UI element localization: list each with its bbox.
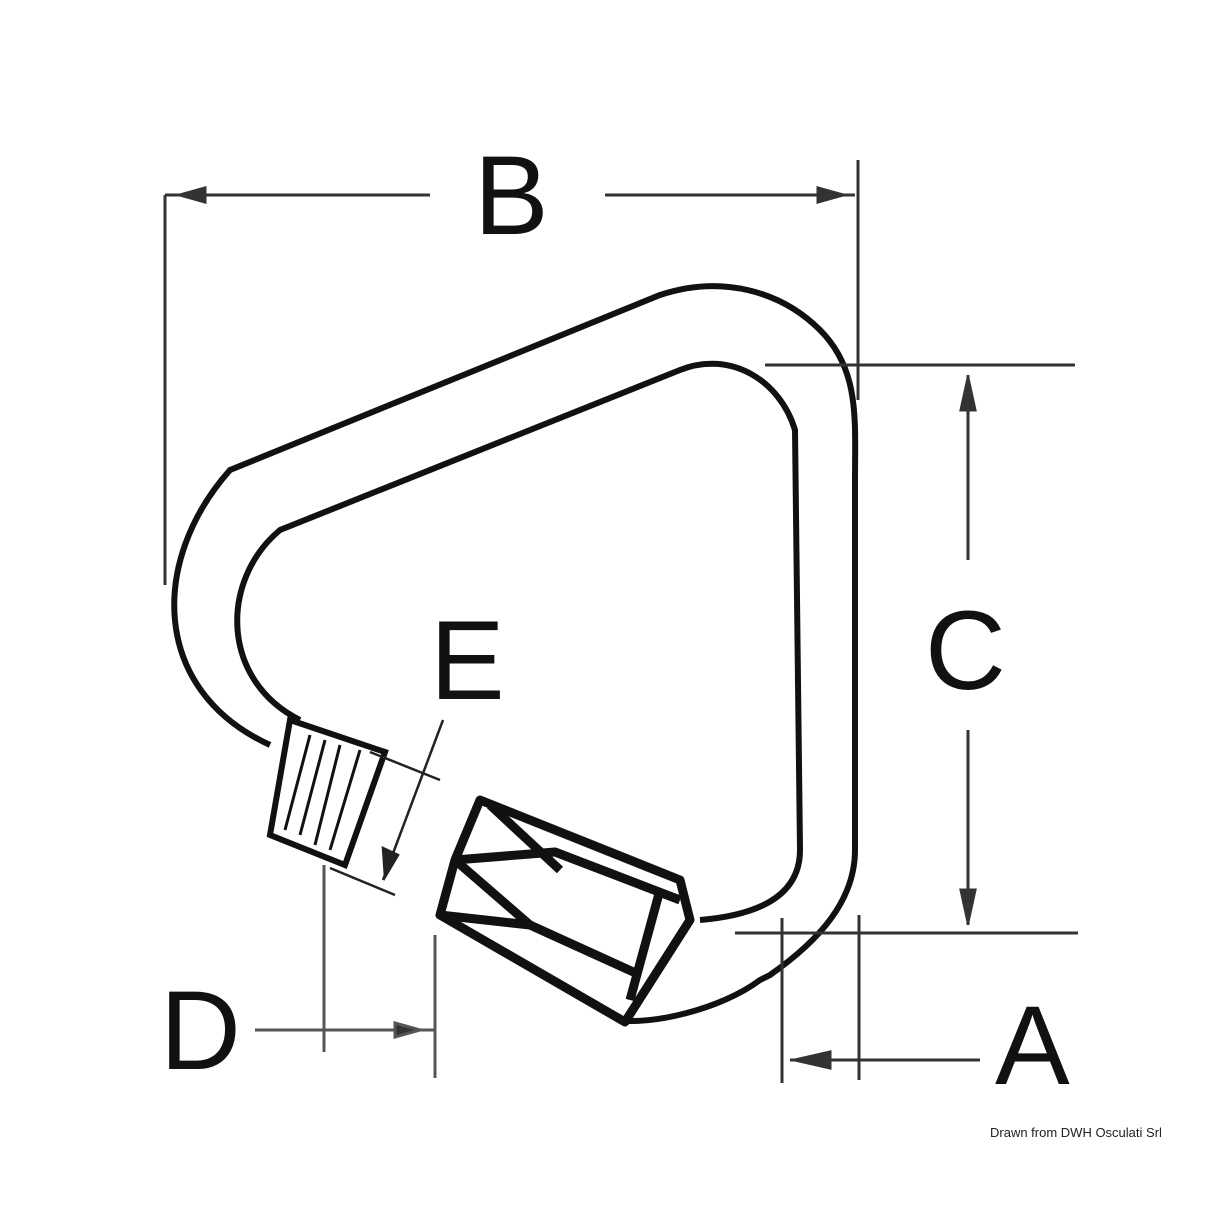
dimension-d — [255, 865, 437, 1078]
dimension-a — [780, 915, 980, 1083]
thread-end — [266, 716, 389, 869]
dimension-c — [735, 363, 1078, 935]
dimension-b — [163, 160, 860, 585]
dimension-e — [329, 719, 445, 897]
link-inner-outline — [234, 360, 804, 923]
dimension-label-b: B — [474, 133, 549, 258]
dimension-label-a: A — [995, 983, 1070, 1108]
credit-text: Drawn from DWH Osculati Srl — [990, 1125, 1162, 1140]
dimension-label-e: E — [430, 598, 505, 723]
dimension-label-d: D — [160, 968, 241, 1093]
lock-sleeve — [435, 795, 695, 1027]
link-outer-outline — [171, 283, 859, 1024]
dimension-label-c: C — [925, 588, 1006, 713]
